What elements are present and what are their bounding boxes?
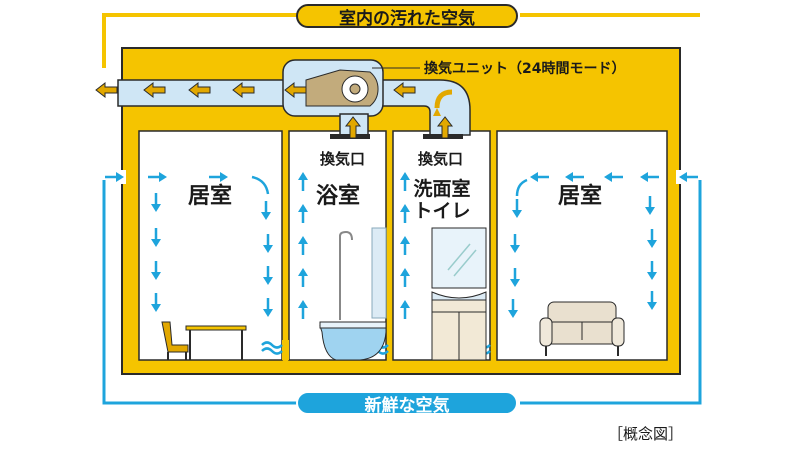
room-label-living-left: 居室 bbox=[187, 184, 232, 209]
exhaust-arrow-curved bbox=[433, 89, 453, 116]
diagram-caption: ［概念図］ bbox=[608, 425, 684, 443]
room-label-washroom: 洗面室 bbox=[413, 178, 471, 200]
ventilation-unit-label: 換気ユニット（24時間モード） bbox=[424, 61, 626, 77]
chair-desk-illustration bbox=[161, 321, 247, 360]
washbasin-illustration bbox=[431, 227, 487, 361]
supply-path-line bbox=[102, 180, 300, 405]
room-label-toilet: トイレ bbox=[413, 200, 471, 222]
exhaust-arrow bbox=[95, 82, 118, 98]
vent-label-washroom: 換気口 bbox=[418, 150, 464, 168]
bathtub-illustration bbox=[319, 227, 387, 361]
sofa-illustration bbox=[539, 301, 625, 356]
vent-label-bath: 換気口 bbox=[320, 150, 366, 168]
fresh-air-label: 新鮮な空気 bbox=[296, 391, 518, 416]
room-label-bath: 浴室 bbox=[315, 184, 360, 209]
supply-wall-gap bbox=[282, 340, 289, 360]
supply-arrow bbox=[515, 178, 528, 197]
supply-path-line bbox=[520, 180, 702, 405]
supply-arrow bbox=[251, 175, 270, 195]
fan-icon bbox=[305, 69, 379, 107]
exhaust-path-line bbox=[102, 13, 300, 68]
room-label-living-right: 居室 bbox=[557, 184, 602, 209]
dirty-air-label: 室内の汚れた空気 bbox=[296, 4, 518, 29]
